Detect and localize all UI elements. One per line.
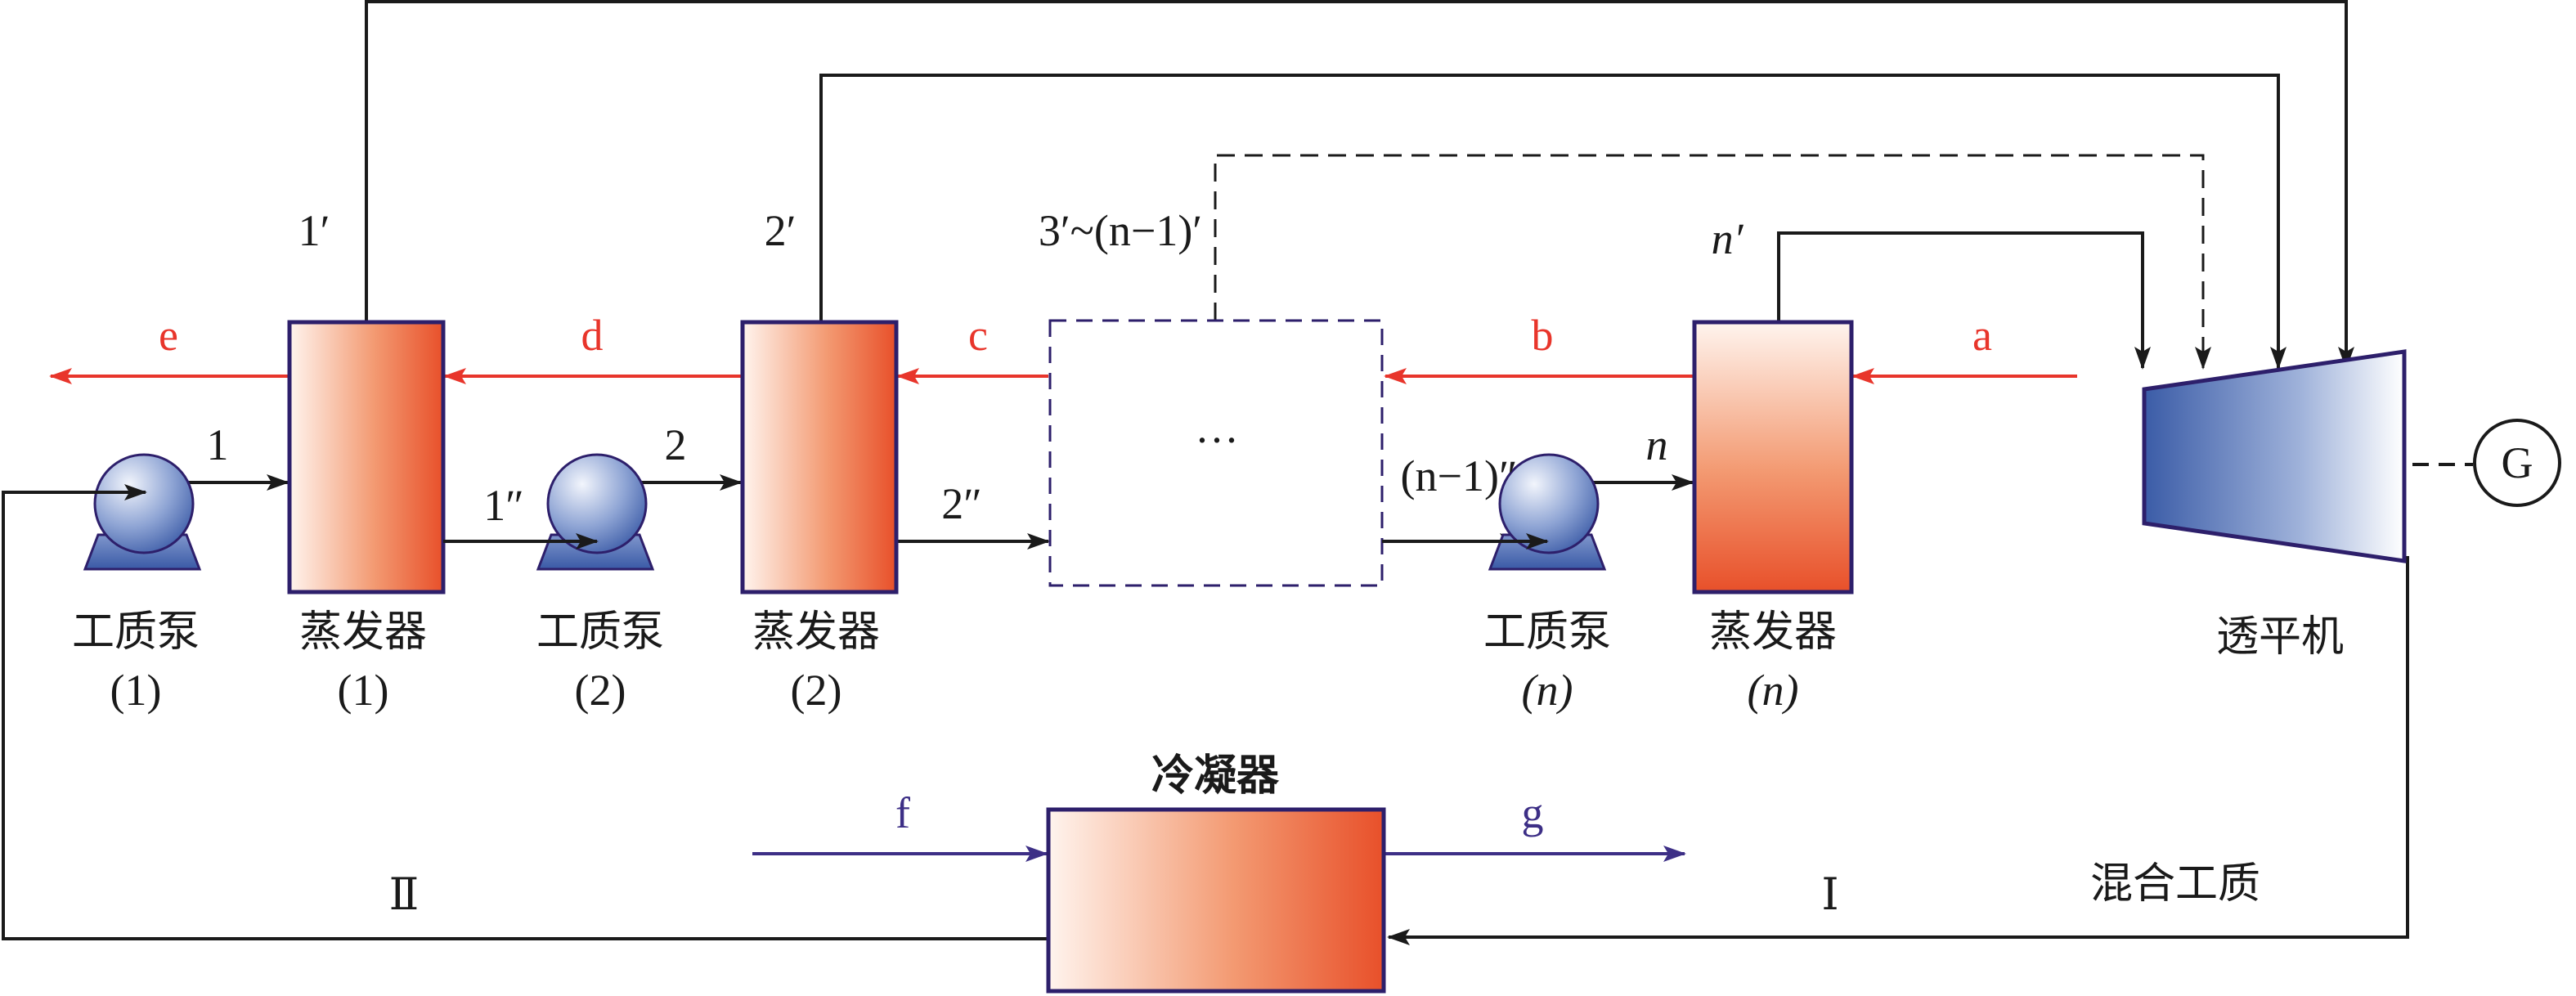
evaporator-2-name: 蒸发器: [752, 608, 880, 657]
ellipsis: ···: [1195, 415, 1239, 464]
turbine: [2142, 349, 2407, 563]
evaporator-n-name: 蒸发器: [1709, 608, 1837, 657]
loop-II-label: Ⅱ: [389, 870, 420, 919]
pump-n-index: (n): [1522, 666, 1573, 715]
vapor-line-n-prime: [1777, 231, 2151, 370]
state-point-1: 1: [207, 420, 229, 469]
stream-label-a: a: [1972, 311, 1992, 360]
pump-1-name: 工质泵: [72, 608, 200, 657]
stream-label-d: d: [581, 311, 604, 360]
stream-label-f: f: [895, 788, 910, 837]
evaporator-n: [1692, 320, 1854, 594]
state-point-3-to-n1-prime: 3′~(n−1)′: [1039, 206, 1202, 255]
vapor-line-2-prime: [819, 74, 2287, 370]
evaporator-2: [740, 320, 899, 594]
state-point-2-prime: 2′: [765, 206, 797, 255]
evaporator-2-index: (2): [791, 666, 842, 715]
pump-2: [536, 453, 655, 571]
evaporator-1-index: (1): [338, 666, 389, 715]
state-point-1-prime: 1′: [298, 206, 330, 255]
generator-label: G: [2502, 438, 2533, 487]
stream-label-e: e: [159, 311, 178, 360]
generator: [2473, 419, 2561, 507]
state-point-n1-dprime: (n−1)″: [1401, 451, 1518, 500]
state-point-2: 2: [665, 420, 687, 469]
pump-n: [1488, 453, 1607, 571]
stream-label-b: b: [1532, 311, 1554, 360]
condenser-name: 冷凝器: [1151, 751, 1280, 801]
vapor-line-1-prime: [365, 0, 2354, 370]
evaporator-1-name: 蒸发器: [299, 608, 427, 657]
pump-2-name: 工质泵: [536, 608, 664, 657]
state-point-n-prime: n′: [1712, 214, 1744, 263]
turbine-name: 透平机: [2216, 612, 2344, 662]
evaporator-n-index: (n): [1748, 666, 1799, 715]
state-point-2-dprime: 2″: [941, 479, 982, 528]
pump-2-index: (2): [575, 666, 626, 715]
mixed-fluid-label: 混合工质: [2090, 859, 2260, 909]
pump-1: [83, 453, 202, 571]
evaporator-1: [287, 320, 446, 594]
condenser: [1046, 807, 1386, 994]
state-point-n: n: [1646, 420, 1668, 469]
intermediate-evaporators-box: [1048, 319, 1384, 587]
stream-label-g: g: [1522, 788, 1544, 837]
pump-1-index: (1): [110, 666, 162, 715]
loop-I-label: Ⅰ: [1821, 870, 1838, 919]
turbine-exhaust-line: [1387, 556, 2409, 945]
vapor-line-3-to-n1-prime: [1214, 154, 2211, 370]
pump-n-name: 工质泵: [1483, 608, 1611, 657]
state-point-1-dprime: 1″: [483, 481, 524, 530]
stream-label-c: c: [968, 311, 988, 360]
